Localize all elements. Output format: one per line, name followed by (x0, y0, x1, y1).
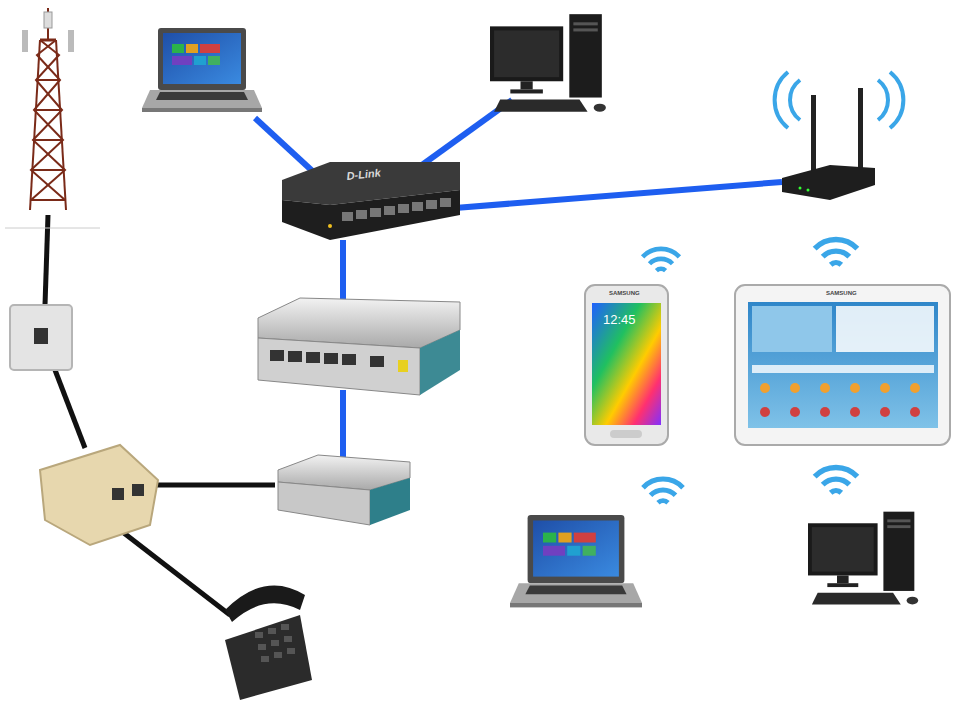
network-switch (282, 162, 460, 240)
tablet (735, 285, 950, 445)
wall-socket (10, 305, 72, 370)
cell-tower (30, 8, 66, 210)
line-splitter (40, 445, 158, 545)
router (258, 298, 460, 395)
clock-label: 12:45 (603, 313, 636, 326)
adsl-modem (278, 455, 410, 525)
wifi-router (782, 88, 875, 200)
brand-label: SAMSUNG (609, 290, 640, 296)
brand-label: SAMSUNG (826, 290, 857, 296)
telephone (225, 585, 312, 700)
smartphone (585, 285, 668, 445)
